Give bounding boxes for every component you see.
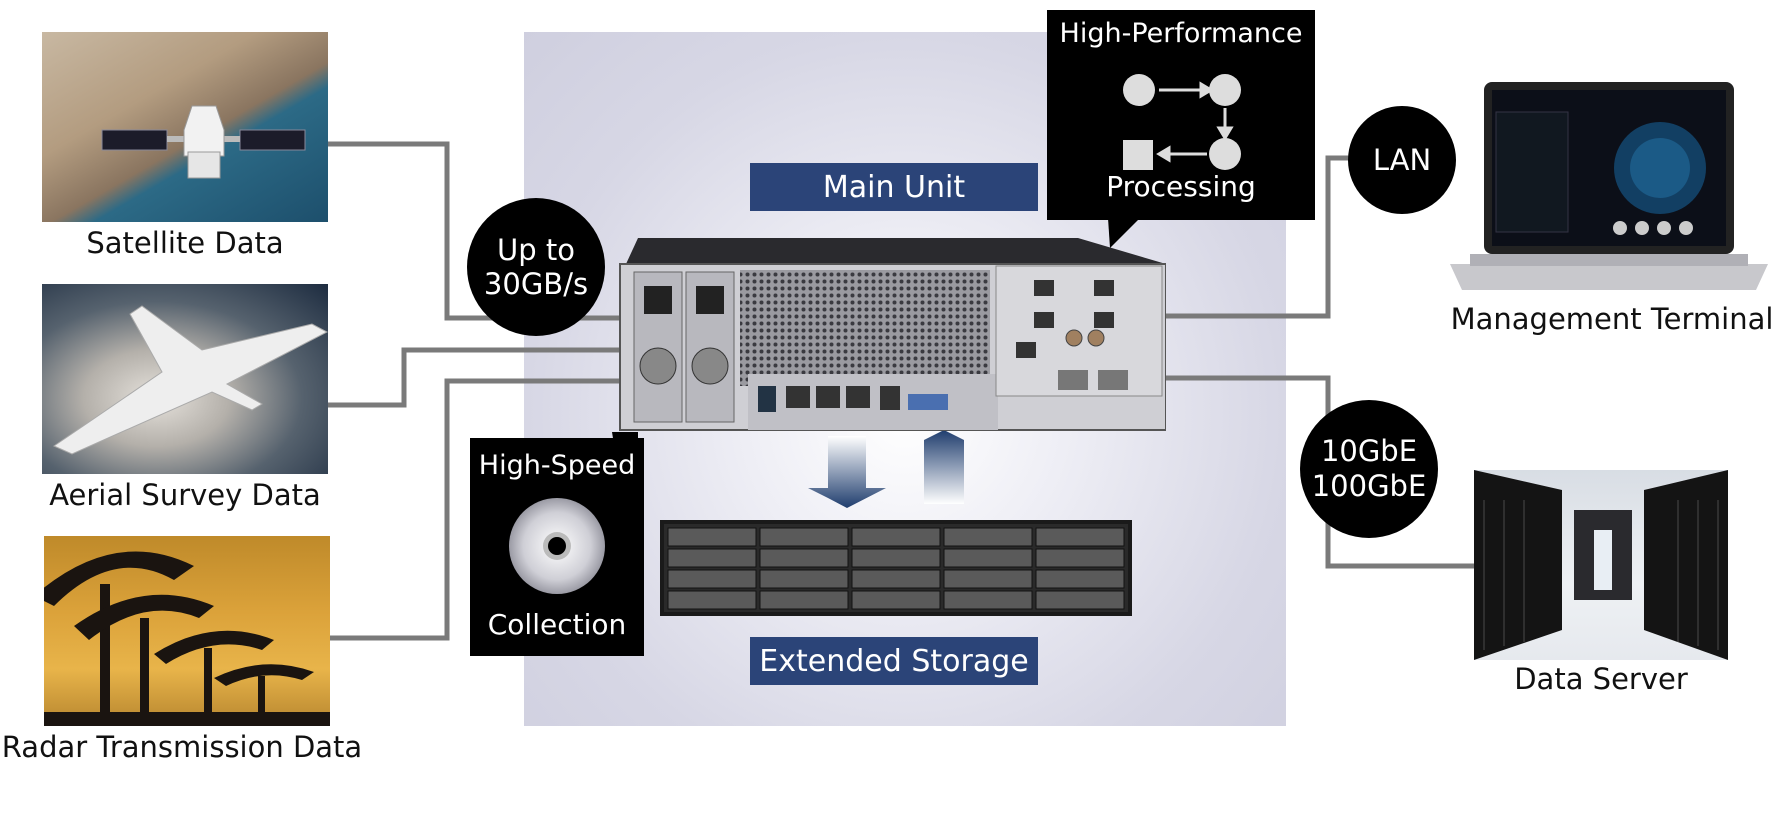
throughput-badge: Up to 30GB/s [467, 198, 605, 336]
aerial-connector [328, 347, 620, 408]
down-arrow [808, 436, 886, 508]
lan-label: LAN [1372, 142, 1432, 177]
extended-storage-device [660, 520, 1132, 616]
radar-connector [330, 378, 620, 641]
extended-storage-label: Extended Storage [750, 637, 1038, 685]
ethernet-line1: 10GbE [1320, 433, 1418, 468]
throughput-line2: 30GB/s [483, 267, 589, 301]
source-caption-aerial: Aerial Survey Data [49, 478, 321, 512]
processing-title: High-Performance [1059, 18, 1303, 49]
destination-caption-terminal: Management Terminal [1450, 302, 1774, 336]
processing-callout: High-Performance Processing [1047, 10, 1315, 220]
collection-callout: High-Speed Collection [470, 438, 644, 656]
up-arrow [924, 430, 964, 504]
aerial-survey-image [42, 284, 328, 474]
throughput-line1: Up to [497, 232, 575, 267]
source-caption-satellite: Satellite Data [86, 226, 284, 260]
processing-subtitle: Processing [1106, 170, 1256, 203]
radar-image [44, 536, 330, 726]
disc-icon [509, 498, 605, 594]
destination-caption-server: Data Server [1514, 662, 1688, 696]
collection-subtitle: Collection [487, 608, 627, 641]
collection-title: High-Speed [478, 450, 636, 481]
satellite-image [42, 32, 328, 222]
main-unit-label: Main Unit [750, 163, 1038, 211]
data-server-image [1474, 470, 1728, 660]
lan-badge: LAN [1348, 106, 1456, 214]
main-unit-device [618, 236, 1167, 432]
processing-flow-icon [1123, 74, 1241, 170]
ethernet-badge: 10GbE 100GbE [1300, 400, 1438, 538]
lan-connector [1166, 155, 1360, 319]
ethernet-line2: 100GbE [1311, 469, 1427, 503]
source-caption-radar: Radar Transmission Data [1, 730, 363, 764]
laptop-image [1450, 82, 1768, 292]
